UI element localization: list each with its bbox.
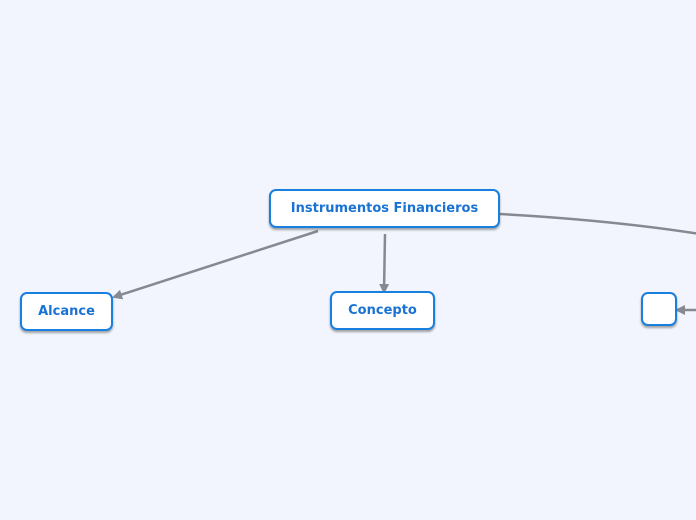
topic-label-concepto: Concepto [348,303,417,318]
central-topic-label: Instrumentos Financieros [290,201,479,216]
topic-node-concepto[interactable]: Concepto [330,291,435,330]
connector-root-curve-right [499,212,696,235]
connector-root-to-alcance [112,229,319,300]
topic-label-alcance: Alcance [38,304,95,319]
connector-root-to-concepto [379,233,390,294]
topic-node-empty[interactable] [641,292,677,326]
central-topic-node[interactable]: Instrumentos Financieros [269,189,500,228]
topic-node-alcance[interactable]: Alcance [20,292,113,331]
